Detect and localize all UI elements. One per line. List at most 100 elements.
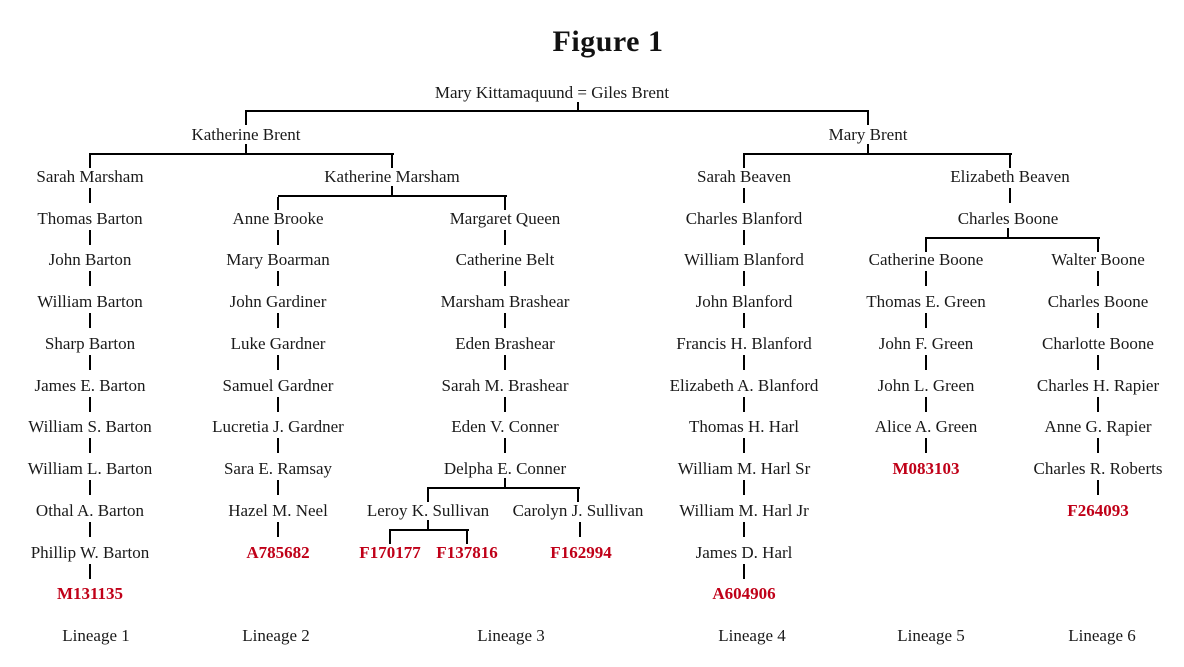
tree-connector-vertical xyxy=(743,355,745,370)
tree-connector-vertical xyxy=(579,522,581,537)
tree-connector-vertical xyxy=(89,155,91,168)
node-sara-e-ramsay: Sara E. Ramsay xyxy=(223,459,333,478)
node-william-s-barton: William S. Barton xyxy=(28,417,152,436)
tree-connector-horizontal xyxy=(389,529,469,531)
tree-connector-vertical xyxy=(743,188,745,203)
node-william-m-harl-jr: William M. Harl Jr xyxy=(679,501,809,520)
node-marsham-brashear: Marsham Brashear xyxy=(440,292,570,311)
tree-connector-vertical xyxy=(89,522,91,537)
node-sharp-barton: Sharp Barton xyxy=(44,334,136,353)
tree-connector-vertical xyxy=(925,438,927,453)
node-anne-brooke: Anne Brooke xyxy=(232,209,324,228)
tree-connector-horizontal xyxy=(743,153,1012,155)
node-charles-boone-sr: Charles Boone xyxy=(957,209,1059,228)
node-elizabeth-beaven: Elizabeth Beaven xyxy=(950,167,1070,186)
tree-connector-vertical xyxy=(89,188,91,203)
tree-connector-vertical xyxy=(504,438,506,453)
node-john-blanford: John Blanford xyxy=(695,292,793,311)
tree-connector-vertical xyxy=(391,155,393,168)
tree-connector-vertical xyxy=(925,239,927,252)
tree-connector-vertical xyxy=(1097,313,1099,328)
tree-connector-vertical xyxy=(925,313,927,328)
node-hazel-m-neel: Hazel M. Neel xyxy=(228,501,328,520)
tree-connector-vertical xyxy=(743,313,745,328)
tree-connector-vertical xyxy=(504,313,506,328)
tree-connector-vertical xyxy=(504,271,506,286)
node-john-l-green: John L. Green xyxy=(877,376,975,395)
node-sarah-marsham: Sarah Marsham xyxy=(36,167,144,186)
tree-connector-vertical xyxy=(1097,397,1099,412)
tree-connector-vertical xyxy=(1009,188,1011,203)
tree-connector-vertical xyxy=(743,155,745,168)
tree-connector-vertical xyxy=(743,230,745,245)
tree-connector-vertical xyxy=(925,271,927,286)
node-othal-a-barton: Othal A. Barton xyxy=(35,501,145,520)
node-eden-v-conner: Eden V. Conner xyxy=(451,417,559,436)
lineage-5-label: Lineage 5 xyxy=(897,626,965,645)
tree-connector-vertical xyxy=(504,230,506,245)
node-john-barton: John Barton xyxy=(48,250,132,269)
lineage-1-label: Lineage 1 xyxy=(62,626,130,645)
tree-connector-vertical xyxy=(577,489,579,502)
node-charles-boone-jr: Charles Boone xyxy=(1047,292,1149,311)
tree-connector-vertical xyxy=(1097,355,1099,370)
tree-connector-vertical xyxy=(867,144,869,155)
tree-connector-horizontal xyxy=(925,237,1100,239)
id-f170177: F170177 xyxy=(359,543,421,562)
node-root-couple: Mary Kittamaquund = Giles Brent xyxy=(434,83,670,102)
id-a604906: A604906 xyxy=(712,584,776,603)
tree-connector-vertical xyxy=(743,397,745,412)
node-katherine-marsham: Katherine Marsham xyxy=(324,167,460,186)
node-margaret-queen: Margaret Queen xyxy=(449,209,561,228)
lineage-6-label: Lineage 6 xyxy=(1068,626,1136,645)
tree-connector-vertical xyxy=(89,438,91,453)
node-luke-gardner: Luke Gardner xyxy=(230,334,326,353)
tree-connector-vertical xyxy=(925,397,927,412)
node-john-f-green: John F. Green xyxy=(878,334,974,353)
node-charlotte-boone: Charlotte Boone xyxy=(1042,334,1154,353)
tree-connector-vertical xyxy=(427,489,429,502)
node-charles-blanford: Charles Blanford xyxy=(685,209,803,228)
tree-connector-vertical xyxy=(89,271,91,286)
tree-connector-vertical xyxy=(277,397,279,412)
node-charles-r-roberts: Charles R. Roberts xyxy=(1033,459,1163,478)
tree-connector-vertical xyxy=(89,355,91,370)
node-catherine-boone: Catherine Boone xyxy=(868,250,984,269)
tree-connector-vertical xyxy=(391,186,393,197)
tree-connector-vertical xyxy=(743,522,745,537)
tree-connector-horizontal xyxy=(427,487,580,489)
tree-connector-vertical xyxy=(277,230,279,245)
tree-connector-vertical xyxy=(277,271,279,286)
node-alice-a-green: Alice A. Green xyxy=(874,417,978,436)
node-mary-boarman: Mary Boarman xyxy=(226,250,330,269)
node-john-gardiner: John Gardiner xyxy=(229,292,327,311)
tree-connector-vertical xyxy=(1009,155,1011,168)
tree-connector-vertical xyxy=(89,480,91,495)
tree-connector-vertical xyxy=(245,144,247,155)
tree-connector-vertical xyxy=(277,438,279,453)
tree-connector-vertical xyxy=(277,522,279,537)
tree-connector-vertical xyxy=(277,197,279,210)
tree-connector-horizontal xyxy=(278,195,507,197)
tree-connector-vertical xyxy=(389,531,391,544)
node-francis-h-blanford: Francis H. Blanford xyxy=(676,334,812,353)
node-elizabeth-a-blanford: Elizabeth A. Blanford xyxy=(669,376,819,395)
node-catherine-belt: Catherine Belt xyxy=(455,250,555,269)
id-m083103: M083103 xyxy=(892,459,960,478)
tree-connector-vertical xyxy=(89,230,91,245)
node-phillip-w-barton: Phillip W. Barton xyxy=(30,543,150,562)
node-charles-h-rapier: Charles H. Rapier xyxy=(1036,376,1160,395)
tree-connector-vertical xyxy=(504,197,506,210)
node-samuel-gardner: Samuel Gardner xyxy=(222,376,334,395)
figure-title: Figure 1 xyxy=(552,25,664,58)
node-leroy-k-sullivan: Leroy K. Sullivan xyxy=(366,501,490,520)
tree-connector-vertical xyxy=(277,313,279,328)
tree-connector-vertical xyxy=(743,480,745,495)
tree-connector-horizontal xyxy=(89,153,394,155)
tree-connector-vertical xyxy=(245,112,247,125)
id-f264093: F264093 xyxy=(1067,501,1129,520)
tree-connector-vertical xyxy=(277,355,279,370)
tree-connector-vertical xyxy=(1097,480,1099,495)
tree-connector-vertical xyxy=(277,480,279,495)
